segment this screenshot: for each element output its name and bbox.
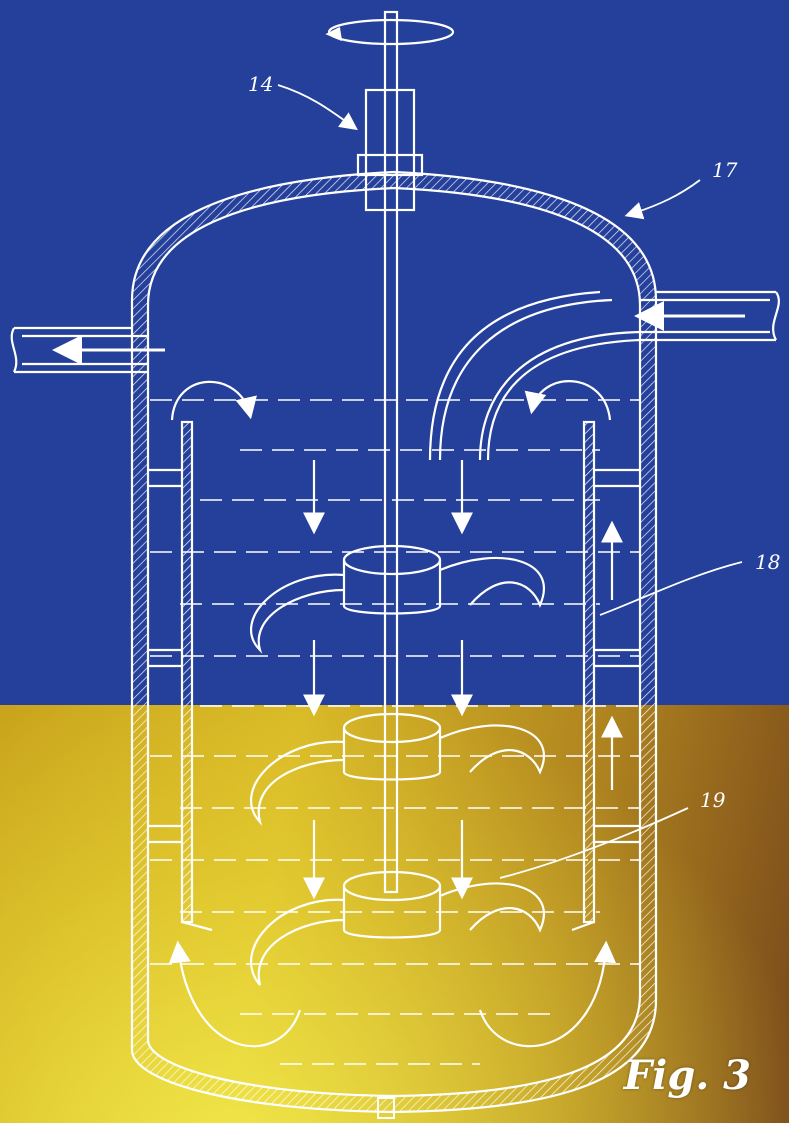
figure-caption: Fig. 3 xyxy=(623,1052,751,1099)
impeller-bottom xyxy=(249,870,546,986)
label-17: 17 xyxy=(712,158,738,182)
vessel-outer-wall xyxy=(130,170,658,1114)
agitator-shaft xyxy=(383,10,399,894)
impeller-middle xyxy=(249,712,546,826)
vessel-wall-hatch xyxy=(132,172,656,1112)
label-19: 19 xyxy=(700,788,726,812)
rotation-indicator xyxy=(327,18,455,46)
label-18: 18 xyxy=(755,550,781,574)
liquid-level-lines xyxy=(150,399,640,1065)
draft-tube-left xyxy=(180,420,194,924)
shaft-seal-housing xyxy=(364,88,416,212)
label-14: 14 xyxy=(248,72,274,96)
flow-arrows xyxy=(168,380,623,1048)
draft-tube-right xyxy=(582,420,596,924)
vessel-inner-wall xyxy=(146,186,642,1098)
inlet-pipe xyxy=(428,290,780,461)
impeller-top xyxy=(249,544,546,654)
bottom-drain xyxy=(377,1097,395,1119)
outlet-pipe xyxy=(10,326,148,374)
